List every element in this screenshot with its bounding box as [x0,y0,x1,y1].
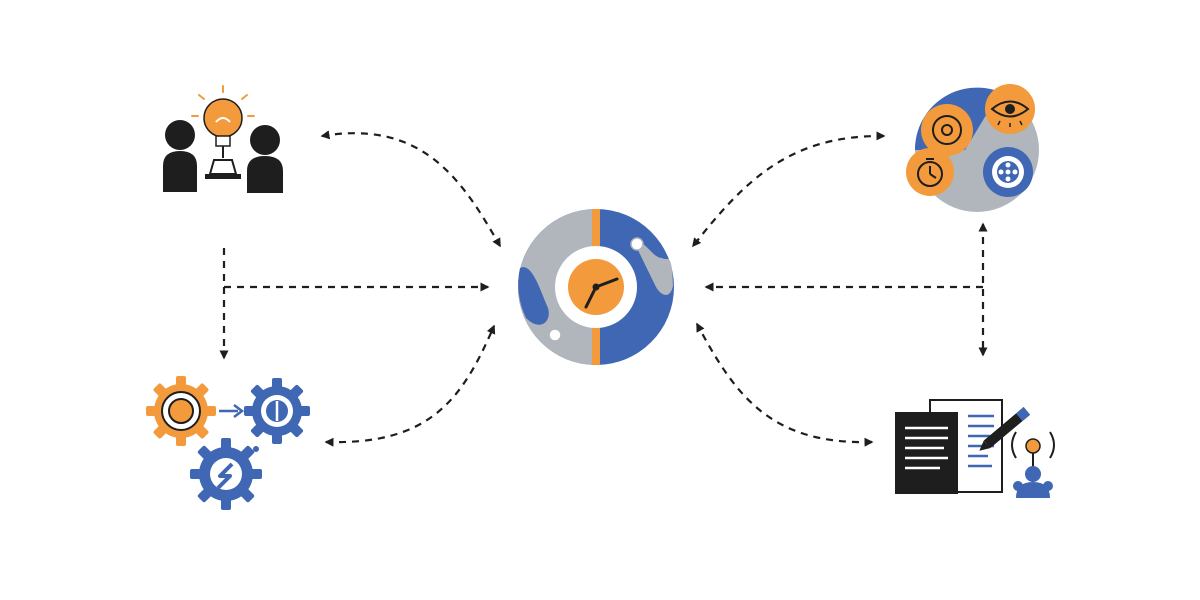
arrow-documentation-hub [696,322,874,447]
reel-icon [983,147,1033,197]
service-cluster-icon [906,84,1039,212]
timer-icon [906,148,954,196]
arrow-ideation-hub [320,130,501,248]
at-sign-icon [921,104,973,156]
user-signal-icon [1011,431,1055,498]
eye-icon [985,84,1035,134]
arrow-process-hub [324,324,496,447]
clock-dial-icon [518,209,674,365]
people-lightbulb-icon [163,85,283,193]
connectors [219,130,988,447]
pen-icon [979,407,1031,451]
arrow-services-hub [692,131,886,248]
gears-icon [146,376,310,510]
document-pen-icon [895,399,1055,498]
